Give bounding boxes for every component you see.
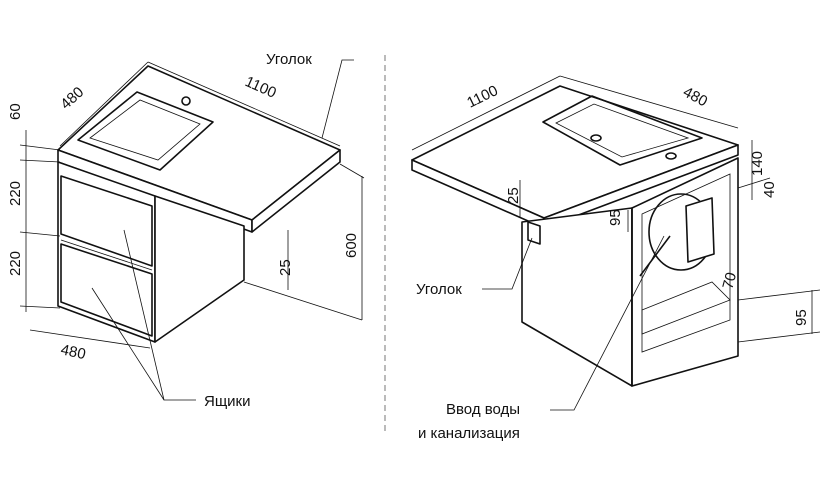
- left-ext-600-bottom: [243, 281, 363, 321]
- right-dim-25: 25: [505, 187, 522, 204]
- left-ext-2: [19, 159, 61, 163]
- left-drawer-leader-2: [91, 287, 165, 401]
- right-inlet-leader: [550, 235, 665, 411]
- right-faucet-hole: [665, 152, 677, 160]
- right-label-inlet-2: и канализация: [418, 425, 520, 442]
- right-label-inlet-1: Ввод воды: [446, 401, 520, 418]
- right-dim-1100: 1100: [464, 82, 500, 111]
- left-label-corner: Уголок: [266, 51, 312, 68]
- right-ext-95-top: [737, 289, 821, 301]
- left-dim-480-bottom: 480: [59, 341, 87, 363]
- right-dim-95-bottom: 95: [793, 309, 810, 326]
- right-cabinet-back: [631, 157, 739, 387]
- left-dim-line-480bottom: [29, 329, 151, 349]
- left-dim-220-lower: 220: [7, 251, 24, 276]
- left-dim-60: 60: [7, 103, 24, 120]
- right-dim-480: 480: [680, 84, 710, 111]
- right-dim-line-1100: [411, 75, 561, 151]
- left-ext-4: [19, 305, 61, 309]
- right-dim-line-480: [559, 75, 739, 129]
- left-sink-inner: [89, 99, 201, 161]
- left-ext-600-top: [339, 163, 365, 179]
- left-dim-25: 25: [277, 259, 294, 276]
- right-sink-outer: [542, 95, 703, 166]
- left-drawer-lower: [60, 243, 153, 337]
- right-vanity-view: 1100 480 140 40 25 95 70 95 Уголок Ввод …: [411, 75, 821, 442]
- right-dim-95-inner: 95: [607, 209, 624, 226]
- left-label-drawers: Ящики: [204, 393, 251, 410]
- left-ext-3: [19, 231, 61, 237]
- left-dim-480-top: 480: [57, 84, 87, 113]
- right-dim-40: 40: [761, 181, 778, 198]
- right-sink-inner: [555, 103, 690, 158]
- left-dim-1100: 1100: [242, 73, 278, 102]
- left-dim-220-upper: 220: [7, 181, 24, 206]
- left-dim-600: 600: [343, 233, 360, 258]
- left-sink-outer: [77, 91, 214, 171]
- left-vanity-view: 480 1100 60 220 220 480 600 25 Уголок Ящ…: [7, 51, 365, 410]
- right-corner-leader: [482, 237, 533, 290]
- left-faucet-hole: [181, 96, 191, 106]
- left-dim-line-480top: [59, 61, 149, 147]
- left-cabinet-side: [154, 195, 245, 343]
- right-ext-95-bottom: [737, 331, 821, 343]
- right-ext-40: [737, 177, 771, 189]
- right-dim-140: 140: [749, 151, 766, 176]
- right-dim-70: 70: [719, 271, 740, 292]
- left-dim-line-1100: [147, 61, 341, 147]
- left-countertop-side: [251, 149, 341, 233]
- right-drain: [590, 134, 602, 142]
- right-pipe: [639, 235, 671, 277]
- right-inner-bottom: [641, 281, 731, 335]
- left-drawer-upper: [60, 175, 153, 267]
- left-corner-leader: [321, 59, 354, 139]
- right-inlet-box: [685, 197, 715, 263]
- right-inner-back: [641, 173, 731, 353]
- right-corner-bracket: [527, 221, 541, 245]
- left-drawer-gap: [60, 239, 153, 271]
- right-label-corner: Уголок: [416, 281, 462, 298]
- left-ext-1: [19, 144, 61, 151]
